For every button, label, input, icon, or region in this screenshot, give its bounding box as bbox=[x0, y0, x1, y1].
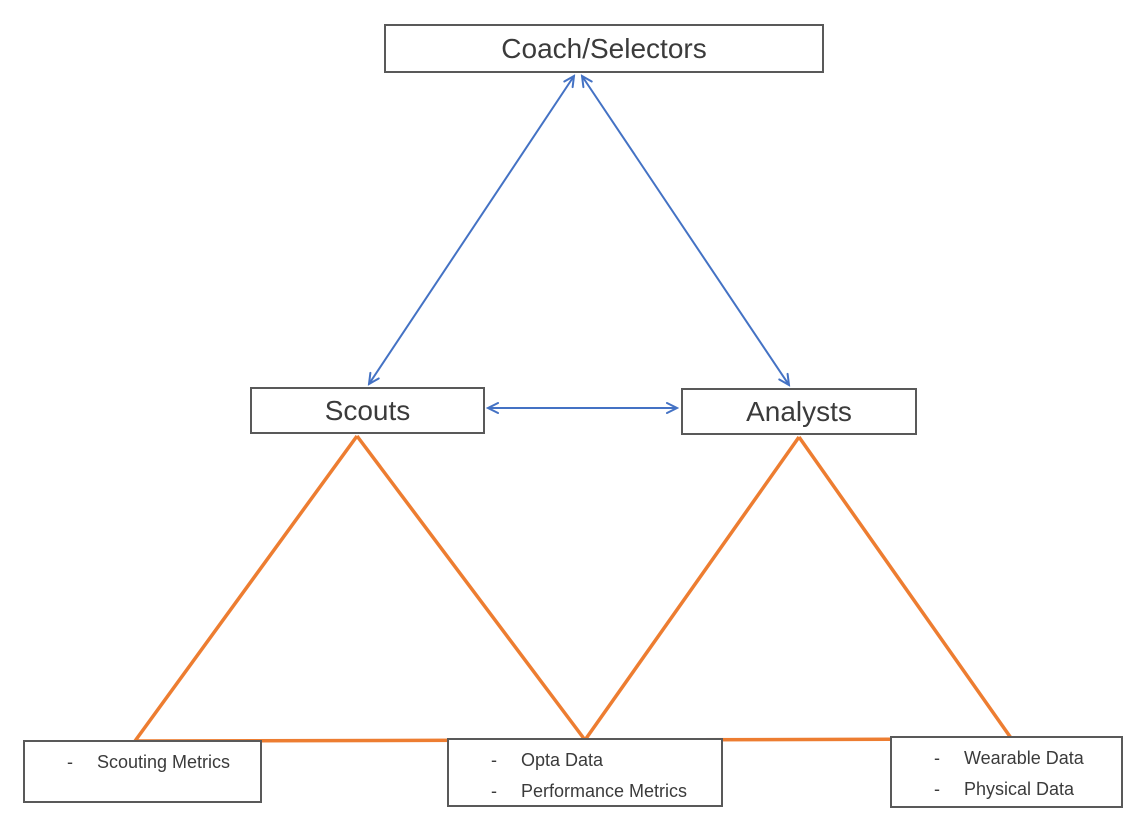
arrow-coach-analysts bbox=[582, 76, 789, 385]
bullet-dash: - bbox=[67, 752, 73, 772]
node-coach-selectors: Coach/Selectors bbox=[384, 24, 824, 73]
bullet-dash: - bbox=[491, 750, 497, 770]
list-item: - Physical Data bbox=[934, 774, 1117, 805]
line-analysts-wearable bbox=[797, 435, 1013, 740]
bullet-dash: - bbox=[934, 779, 940, 799]
node-scouts-label: Scouts bbox=[324, 394, 411, 426]
node-coach-selectors-label: Coach/Selectors bbox=[501, 32, 707, 64]
node-wearable-data: - Wearable Data - Physical Data bbox=[890, 736, 1123, 808]
list-item-label: Opta Data bbox=[521, 750, 604, 770]
list-item-label: Scouting Metrics bbox=[97, 752, 231, 772]
bullet-dash: - bbox=[491, 781, 497, 801]
list-item: - Opta Data bbox=[491, 745, 717, 776]
node-analysts-label: Analysts bbox=[746, 395, 852, 427]
list-item: - Scouting Metrics bbox=[67, 747, 256, 778]
node-opta-data: - Opta Data - Performance Metrics bbox=[447, 738, 723, 807]
list-item: - Wearable Data bbox=[934, 743, 1117, 774]
list-item-label: Physical Data bbox=[964, 779, 1075, 799]
node-analysts: Analysts bbox=[681, 388, 917, 435]
line-scouts-opta bbox=[355, 434, 587, 742]
arrow-coach-scouts bbox=[369, 76, 574, 384]
node-scouts: Scouts bbox=[250, 387, 485, 434]
list-item-label: Performance Metrics bbox=[521, 781, 688, 801]
list-item-label: Wearable Data bbox=[964, 748, 1084, 768]
list-item: - Performance Metrics bbox=[491, 776, 717, 807]
line-scouts-scouting-metrics bbox=[133, 434, 359, 743]
line-analysts-opta bbox=[583, 435, 801, 742]
node-scouting-metrics: - Scouting Metrics bbox=[23, 740, 262, 803]
bullet-dash: - bbox=[934, 748, 940, 768]
